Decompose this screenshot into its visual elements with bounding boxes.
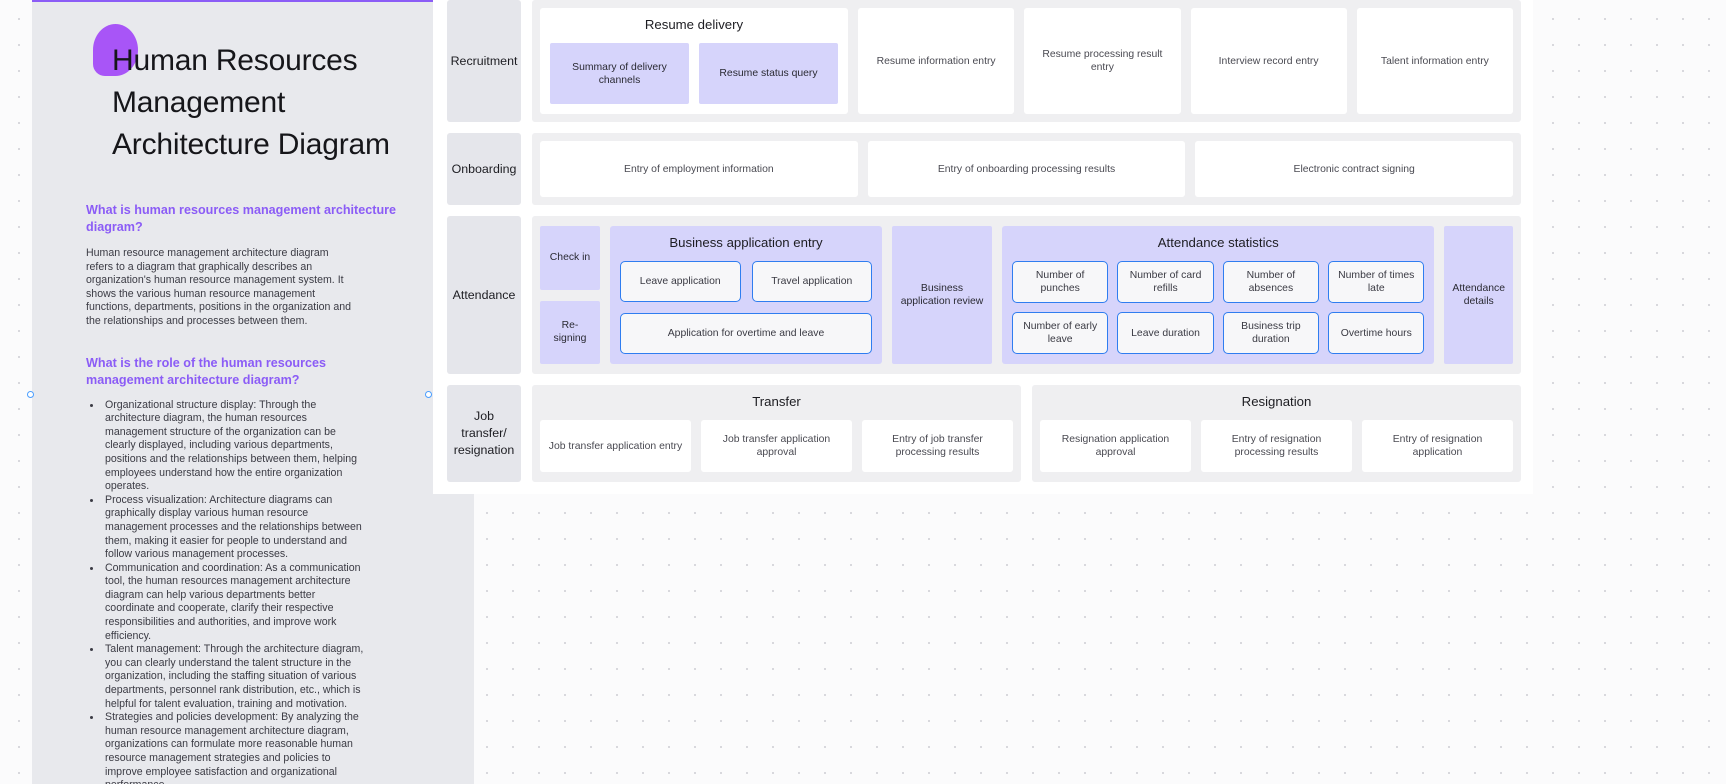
info-panel: Human Resources Management Architecture … — [32, 0, 474, 784]
page-title: Human Resources Management Architecture … — [112, 44, 390, 161]
box-number-of-times-late[interactable]: Number of times late — [1328, 261, 1425, 303]
selection-handle-right[interactable] — [425, 391, 432, 398]
group-title-transfer: Transfer — [752, 394, 801, 409]
row-body-attendance: Check in Re-signing Business application… — [532, 216, 1521, 374]
card-resume-processing-result-entry[interactable]: Resume processing result entry — [1024, 8, 1181, 114]
group-attendance-statistics: Attendance statistics Number of punches … — [1002, 226, 1435, 364]
row-body-job-transfer-resignation: Transfer Job transfer application entry … — [532, 385, 1521, 482]
box-application-for-overtime-and-leave[interactable]: Application for overtime and leave — [620, 313, 872, 354]
group-row: Job transfer application entry Job trans… — [540, 420, 1013, 472]
group-resume-delivery: Resume delivery Summary of delivery chan… — [540, 8, 848, 114]
group-row: Number of early leave Leave duration Bus… — [1012, 312, 1425, 354]
chip-check-in[interactable]: Check in — [540, 226, 600, 290]
card-job-transfer-application-approval[interactable]: Job transfer application approval — [701, 420, 852, 472]
chip-summary-of-delivery-channels[interactable]: Summary of delivery channels — [550, 43, 689, 104]
group-row: Summary of delivery channels Resume stat… — [550, 43, 838, 104]
architecture-diagram: Recruitment Resume delivery Summary of d… — [433, 0, 1533, 494]
row-body-onboarding: Entry of employment information Entry of… — [532, 133, 1521, 205]
group-title-resignation: Resignation — [1241, 394, 1312, 409]
group-row: Leave application Travel application — [620, 261, 872, 302]
role-bullet-list: Organizational structure display: Throug… — [102, 399, 364, 784]
box-leave-application[interactable]: Leave application — [620, 261, 741, 302]
card-entry-of-job-transfer-processing-results[interactable]: Entry of job transfer processing results — [862, 420, 1013, 472]
chip-attendance-details[interactable]: Attendance details — [1444, 226, 1513, 364]
list-item: Organizational structure display: Throug… — [102, 399, 364, 494]
row-label-recruitment: Recruitment — [447, 0, 521, 122]
box-number-of-card-refills[interactable]: Number of card refills — [1117, 261, 1214, 303]
group-title-attendance-statistics: Attendance statistics — [1157, 235, 1279, 250]
card-interview-record-entry[interactable]: Interview record entry — [1190, 8, 1347, 114]
group-transfer: Transfer Job transfer application entry … — [532, 385, 1021, 482]
list-item: Communication and coordination: As a com… — [102, 562, 364, 644]
section-heading-definition: What is human resources management archi… — [86, 203, 397, 234]
box-number-of-absences[interactable]: Number of absences — [1222, 261, 1320, 303]
group-title-business-application-entry: Business application entry — [669, 235, 823, 250]
diagram-row-onboarding: Onboarding Entry of employment informati… — [447, 133, 1521, 205]
card-talent-information-entry[interactable]: Talent information entry — [1356, 8, 1513, 114]
group-row: Number of punches Number of card refills… — [1012, 261, 1425, 303]
box-number-of-early-leave[interactable]: Number of early leave — [1012, 312, 1109, 354]
chip-business-application-review[interactable]: Business application review — [892, 226, 992, 364]
row-label-job-transfer-resignation: Job transfer/ resignation — [447, 385, 521, 482]
section-paragraph-definition: Human resource management architecture d… — [86, 247, 352, 327]
card-job-transfer-application-entry[interactable]: Job transfer application entry — [540, 420, 691, 472]
card-entry-of-employment-information[interactable]: Entry of employment information — [540, 141, 858, 197]
decorative-blob-icon — [93, 24, 138, 76]
row-body-recruitment: Resume delivery Summary of delivery chan… — [532, 0, 1521, 122]
list-item: Talent management: Through the architect… — [102, 643, 364, 711]
box-number-of-punches[interactable]: Number of punches — [1012, 261, 1109, 303]
diagram-row-job-transfer-resignation: Job transfer/ resignation Transfer Job t… — [447, 385, 1521, 482]
group-row: Application for overtime and leave — [620, 313, 872, 354]
box-business-trip-duration[interactable]: Business trip duration — [1222, 312, 1320, 354]
card-entry-of-onboarding-processing-results[interactable]: Entry of onboarding processing results — [867, 141, 1186, 197]
card-entry-of-resignation-processing-results[interactable]: Entry of resignation processing results — [1201, 420, 1352, 472]
diagram-row-attendance: Attendance Check in Re-signing Business … — [447, 216, 1521, 374]
card-resignation-application-approval[interactable]: Resignation application approval — [1040, 420, 1191, 472]
card-electronic-contract-signing[interactable]: Electronic contract signing — [1195, 141, 1514, 197]
diagram-row-recruitment: Recruitment Resume delivery Summary of d… — [447, 0, 1521, 122]
card-entry-of-resignation-application[interactable]: Entry of resignation application — [1362, 420, 1513, 472]
chip-resume-status-query[interactable]: Resume status query — [699, 43, 838, 104]
attendance-left-chip-column: Check in Re-signing — [540, 226, 600, 364]
group-row: Resignation application approval Entry o… — [1040, 420, 1513, 472]
group-title-resume-delivery: Resume delivery — [644, 17, 744, 32]
row-label-onboarding: Onboarding — [447, 133, 521, 205]
selection-handle-left[interactable] — [27, 391, 34, 398]
group-business-application-entry: Business application entry Leave applica… — [610, 226, 882, 364]
box-travel-application[interactable]: Travel application — [751, 261, 872, 302]
box-overtime-hours[interactable]: Overtime hours — [1328, 312, 1425, 354]
list-item: Strategies and policies development: By … — [102, 711, 364, 784]
box-leave-duration[interactable]: Leave duration — [1117, 312, 1214, 354]
list-item: Process visualization: Architecture diag… — [102, 494, 364, 562]
group-resignation: Resignation Resignation application appr… — [1032, 385, 1521, 482]
row-label-attendance: Attendance — [447, 216, 521, 374]
card-resume-information-entry[interactable]: Resume information entry — [858, 8, 1015, 114]
chip-re-signing[interactable]: Re-signing — [540, 300, 600, 364]
section-heading-role: What is the role of the human resources … — [86, 355, 327, 387]
